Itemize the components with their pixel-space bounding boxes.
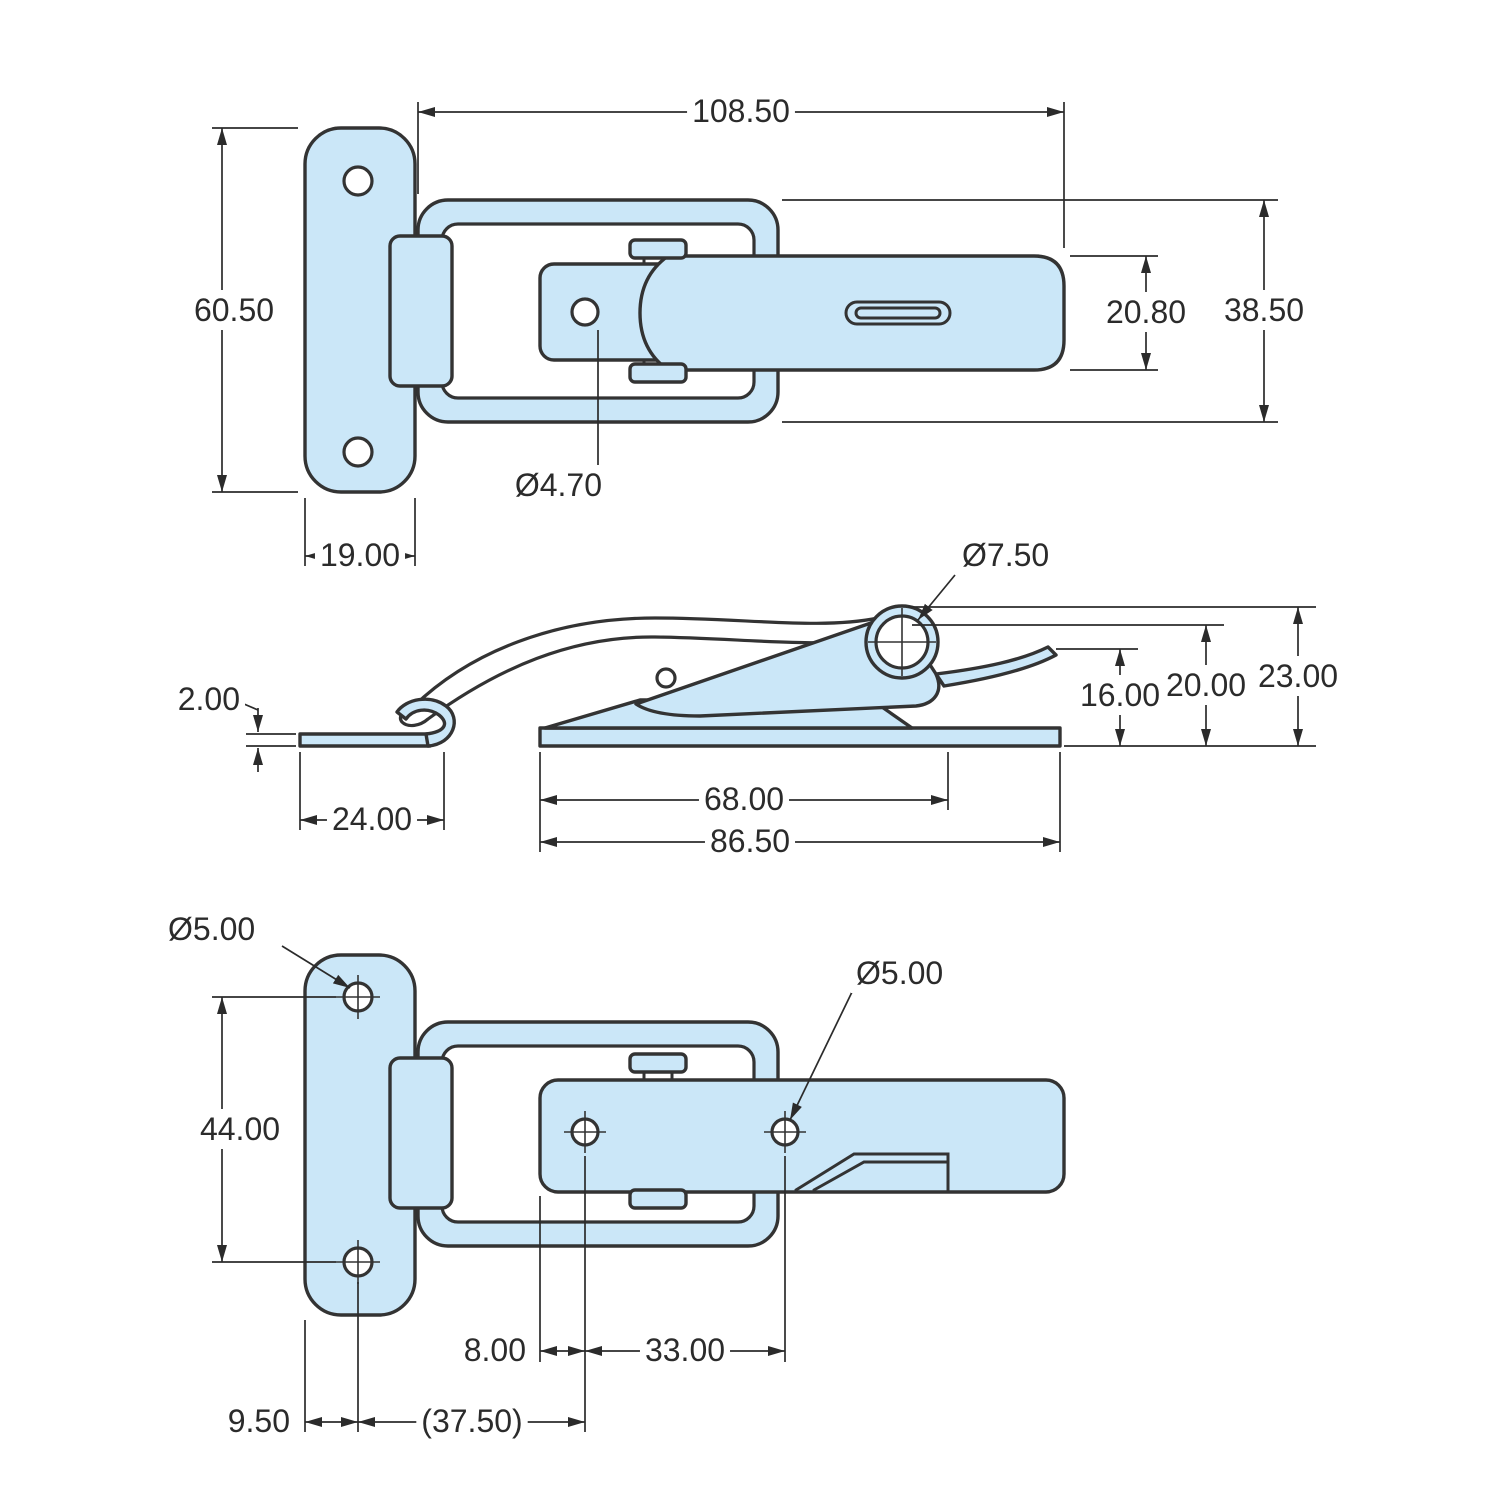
dim-side-overall-length: 86.50 xyxy=(539,752,1061,861)
dim-side-base-length: 68.00 xyxy=(540,752,949,819)
lever-fold-edge-inner xyxy=(812,1160,950,1192)
dim-side-height-to-spring: 20.00 xyxy=(912,624,1252,746)
keeper-plate xyxy=(298,732,432,748)
hinge-sleeve xyxy=(388,1056,454,1210)
dim-label: 44.00 xyxy=(200,1111,280,1147)
dim-label-backing xyxy=(458,1330,531,1370)
dim-label-backing xyxy=(163,909,261,949)
dim-bottom-plate-edge-offset: 9.50 xyxy=(222,1282,359,1441)
dim-label: 108.50 xyxy=(692,93,790,129)
dim-bottom-plate-hole-spacing: 44.00 xyxy=(194,996,336,1263)
dim-label-backing xyxy=(1252,656,1344,696)
dim-label-backing xyxy=(416,1401,528,1441)
base-plate xyxy=(538,726,1062,748)
dim-label: 38.50 xyxy=(1224,292,1304,328)
dim-label-backing xyxy=(1074,675,1166,715)
dim-label-backing xyxy=(326,799,418,839)
dim-label: 8.00 xyxy=(464,1332,526,1368)
dim-label-backing xyxy=(314,535,406,575)
dim-label-backing xyxy=(851,953,949,993)
lever-body xyxy=(538,1078,1066,1194)
dim-bottom-lever-hole-dia: Ø5.00 xyxy=(789,953,949,1121)
spring-clip-bottom-tab xyxy=(628,1188,688,1210)
dim-label: 68.00 xyxy=(704,781,784,817)
dim-label: 86.50 xyxy=(710,823,790,859)
dim-label-backing xyxy=(1160,665,1252,705)
side-view xyxy=(298,604,1062,748)
lever-slot-inner xyxy=(854,306,942,320)
pivot-pin xyxy=(655,667,677,689)
dim-label-backing xyxy=(1100,292,1192,332)
dim-label-backing xyxy=(222,1401,295,1441)
spring-tail xyxy=(934,645,1058,688)
dim-label: 16.00 xyxy=(1080,677,1160,713)
dim-top-plate-height: 60.50 xyxy=(188,127,298,493)
dim-label: (37.50) xyxy=(421,1403,522,1439)
dim-side-pivot-hole: Ø7.50 xyxy=(917,535,1055,621)
dim-label: Ø5.00 xyxy=(856,955,943,991)
dim-label-backing xyxy=(1218,290,1310,330)
dim-side-overall-height: 23.00 xyxy=(908,606,1344,746)
dim-label: Ø5.00 xyxy=(168,911,255,947)
dim-label: 60.50 xyxy=(194,292,274,328)
tongue-hole xyxy=(570,297,600,327)
dim-side-keeper-length: 24.00 xyxy=(299,752,445,839)
dim-label-backing xyxy=(704,821,796,861)
dim-label: 2.00 xyxy=(178,681,240,717)
dim-label: 19.00 xyxy=(320,537,400,573)
dim-label-backing xyxy=(957,535,1055,575)
dim-top-lever-width: 20.80 xyxy=(1070,255,1192,371)
dim-label: 20.00 xyxy=(1166,667,1246,703)
dim-label-backing xyxy=(687,91,795,131)
dim-label-backing xyxy=(172,679,245,719)
top-view xyxy=(303,126,1066,494)
bottom-view xyxy=(303,953,1066,1317)
lever-fold-edge xyxy=(794,1152,950,1192)
dim-label: Ø7.50 xyxy=(962,537,1049,573)
dim-label-backing xyxy=(509,465,607,505)
dim-label-backing xyxy=(188,290,280,330)
spring-leaf xyxy=(398,616,890,728)
dim-label: Ø4.70 xyxy=(515,467,602,503)
spring-clip-top-tab xyxy=(628,1052,688,1074)
dim-label-backing xyxy=(194,1109,286,1149)
dim-bottom-lever-hole-offset: 8.00 xyxy=(458,1196,585,1370)
dim-top-overall-length: 108.50 xyxy=(417,91,1065,248)
dim-bottom-reference-spacing: (37.50) xyxy=(358,1401,585,1441)
dim-label: 9.50 xyxy=(228,1403,290,1439)
dim-top-frame-width: 38.50 xyxy=(782,199,1310,423)
lever-body xyxy=(638,254,1066,372)
lever-slot xyxy=(844,300,952,326)
dim-bottom-lever-hole-spacing: 33.00 xyxy=(584,1156,786,1432)
dim-bottom-plate-hole-dia: Ø5.00 xyxy=(163,909,351,989)
dim-top-plate-width: 19.00 xyxy=(304,498,416,575)
dim-label-backing xyxy=(698,779,790,819)
dim-label: 33.00 xyxy=(645,1332,725,1368)
keeper-hook xyxy=(395,697,456,748)
spring-clip-top-tab xyxy=(628,238,688,260)
dim-label: 24.00 xyxy=(332,801,412,837)
hinge-sleeve xyxy=(388,234,454,388)
dim-side-keeper-thickness: 2.00 xyxy=(172,679,296,772)
dim-label: 23.00 xyxy=(1258,658,1338,694)
dim-top-tongue-hole: Ø4.70 xyxy=(509,330,607,505)
dim-label: 20.80 xyxy=(1106,294,1186,330)
plate-hole-bottom xyxy=(342,436,374,468)
spring-clip-bottom-tab xyxy=(628,362,688,384)
plate-hole-top xyxy=(342,165,374,197)
dim-side-height-to-tail: 16.00 xyxy=(1056,648,1166,746)
dim-label-backing xyxy=(639,1330,731,1370)
